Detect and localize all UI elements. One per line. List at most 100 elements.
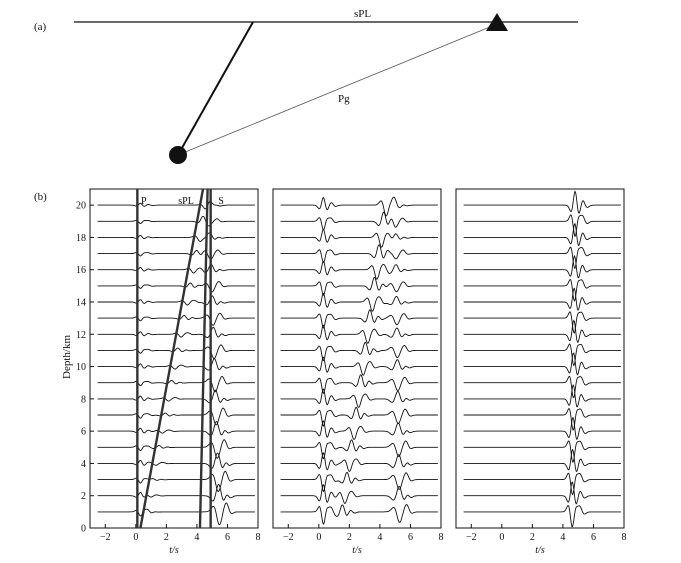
trace-depth-14 xyxy=(463,287,621,311)
y-tick-label: 10 xyxy=(76,362,86,373)
trace-depth-16 xyxy=(463,254,621,279)
plot-frame xyxy=(272,188,442,529)
trace-depth-14 xyxy=(97,295,255,306)
panel-a: (a) sPL Pg xyxy=(34,8,578,164)
y-tick-label: 2 xyxy=(81,491,86,502)
panel-a-label: (a) xyxy=(34,21,47,33)
trace-depth-1 xyxy=(97,502,255,526)
y-tick-label: 14 xyxy=(76,298,86,309)
upgoing-ray xyxy=(177,21,254,156)
trace-depth-11 xyxy=(280,341,438,362)
trace-depth-6 xyxy=(280,420,438,440)
trace-depth-3 xyxy=(463,472,621,496)
trace-depth-12 xyxy=(463,319,621,343)
trace-depth-17 xyxy=(280,244,438,264)
trace-depth-9 xyxy=(97,376,255,393)
trace-depth-5 xyxy=(280,439,438,460)
trace-depth-4 xyxy=(280,452,438,472)
trace-depth-9 xyxy=(463,375,621,399)
phase-moveout-line xyxy=(198,188,209,529)
x-axis-label: t/s xyxy=(535,545,545,556)
trace-depth-3 xyxy=(280,471,438,493)
x-tick-label: 4 xyxy=(377,532,382,543)
trace-depth-18 xyxy=(97,232,255,242)
trace-depth-10 xyxy=(463,352,621,376)
y-tick-label: 18 xyxy=(76,233,86,244)
y-tick-label: 6 xyxy=(81,427,86,438)
direct-ray xyxy=(177,23,498,156)
trace-depth-3 xyxy=(97,470,255,492)
trace-depth-16 xyxy=(280,260,438,280)
trace-depth-15 xyxy=(463,278,621,302)
x-tick-label: −2 xyxy=(466,532,477,543)
ray-label-spl: sPL xyxy=(354,8,371,20)
y-tick-label: 20 xyxy=(76,201,86,212)
trace-depth-8 xyxy=(280,388,438,408)
trace-depth-9 xyxy=(280,374,438,395)
phase-moveout-line xyxy=(139,188,205,529)
trace-depth-10 xyxy=(97,358,255,371)
ray-label-pg: Pg xyxy=(338,93,350,105)
trace-depth-13 xyxy=(280,309,438,329)
x-tick-label: 8 xyxy=(622,532,627,543)
source-dot xyxy=(169,146,187,164)
x-tick-label: −2 xyxy=(100,532,111,543)
y-tick-label: 16 xyxy=(76,265,86,276)
y-tick-label: 0 xyxy=(81,524,86,535)
y-tick-label: 8 xyxy=(81,394,86,405)
trace-depth-11 xyxy=(463,343,621,367)
trace-depth-5 xyxy=(97,439,255,459)
panel-b-label: (b) xyxy=(34,191,47,203)
trace-depth-20 xyxy=(97,200,255,210)
trace-depth-1 xyxy=(280,504,438,525)
trace-depth-15 xyxy=(97,281,255,293)
x-tick-label: 4 xyxy=(194,532,199,543)
x-tick-label: 6 xyxy=(225,532,230,543)
phase-label: P xyxy=(141,196,147,207)
trace-depth-19 xyxy=(280,211,438,231)
trace-depth-8 xyxy=(97,389,255,404)
x-tick-label: 0 xyxy=(316,532,321,543)
trace-depth-8 xyxy=(463,384,621,408)
trace-depth-7 xyxy=(463,408,621,431)
trace-depth-4 xyxy=(97,452,255,469)
x-axis-label: t/s xyxy=(169,545,179,556)
x-tick-label: 4 xyxy=(560,532,565,543)
x-axis-label: t/s xyxy=(352,545,362,556)
x-tick-label: −2 xyxy=(283,532,294,543)
trace-depth-15 xyxy=(280,276,438,296)
trace-depth-14 xyxy=(280,292,438,312)
trace-depth-6 xyxy=(97,421,255,437)
plot-frame xyxy=(455,188,625,529)
trace-depth-13 xyxy=(97,312,255,326)
trace-depth-7 xyxy=(97,407,255,426)
x-tick-label: 2 xyxy=(347,532,352,543)
x-tick-label: 6 xyxy=(408,532,413,543)
trace-depth-5 xyxy=(463,440,621,463)
trace-depth-4 xyxy=(463,448,621,472)
trace-depth-17 xyxy=(463,246,621,270)
trace-depth-19 xyxy=(97,215,255,227)
phase-label: S xyxy=(218,196,224,207)
x-tick-label: 0 xyxy=(133,532,138,543)
plot-frame xyxy=(89,188,259,529)
trace-depth-12 xyxy=(280,324,438,344)
x-tick-label: 2 xyxy=(530,532,535,543)
trace-depth-18 xyxy=(463,223,621,247)
station-triangle xyxy=(486,13,508,31)
y-tick-label: 12 xyxy=(76,330,86,341)
trace-depth-13 xyxy=(463,311,621,334)
trace-depth-19 xyxy=(463,214,621,238)
phase-label: sPL xyxy=(178,196,194,207)
trace-depth-11 xyxy=(97,344,255,359)
trace-depth-2 xyxy=(463,481,621,505)
trace-depth-6 xyxy=(463,416,621,441)
trace-depth-2 xyxy=(97,483,255,502)
x-tick-label: 8 xyxy=(439,532,444,543)
y-tick-label: 4 xyxy=(81,459,86,470)
trace-depth-20 xyxy=(463,190,621,214)
x-tick-label: 2 xyxy=(164,532,169,543)
trace-depth-16 xyxy=(97,264,255,274)
